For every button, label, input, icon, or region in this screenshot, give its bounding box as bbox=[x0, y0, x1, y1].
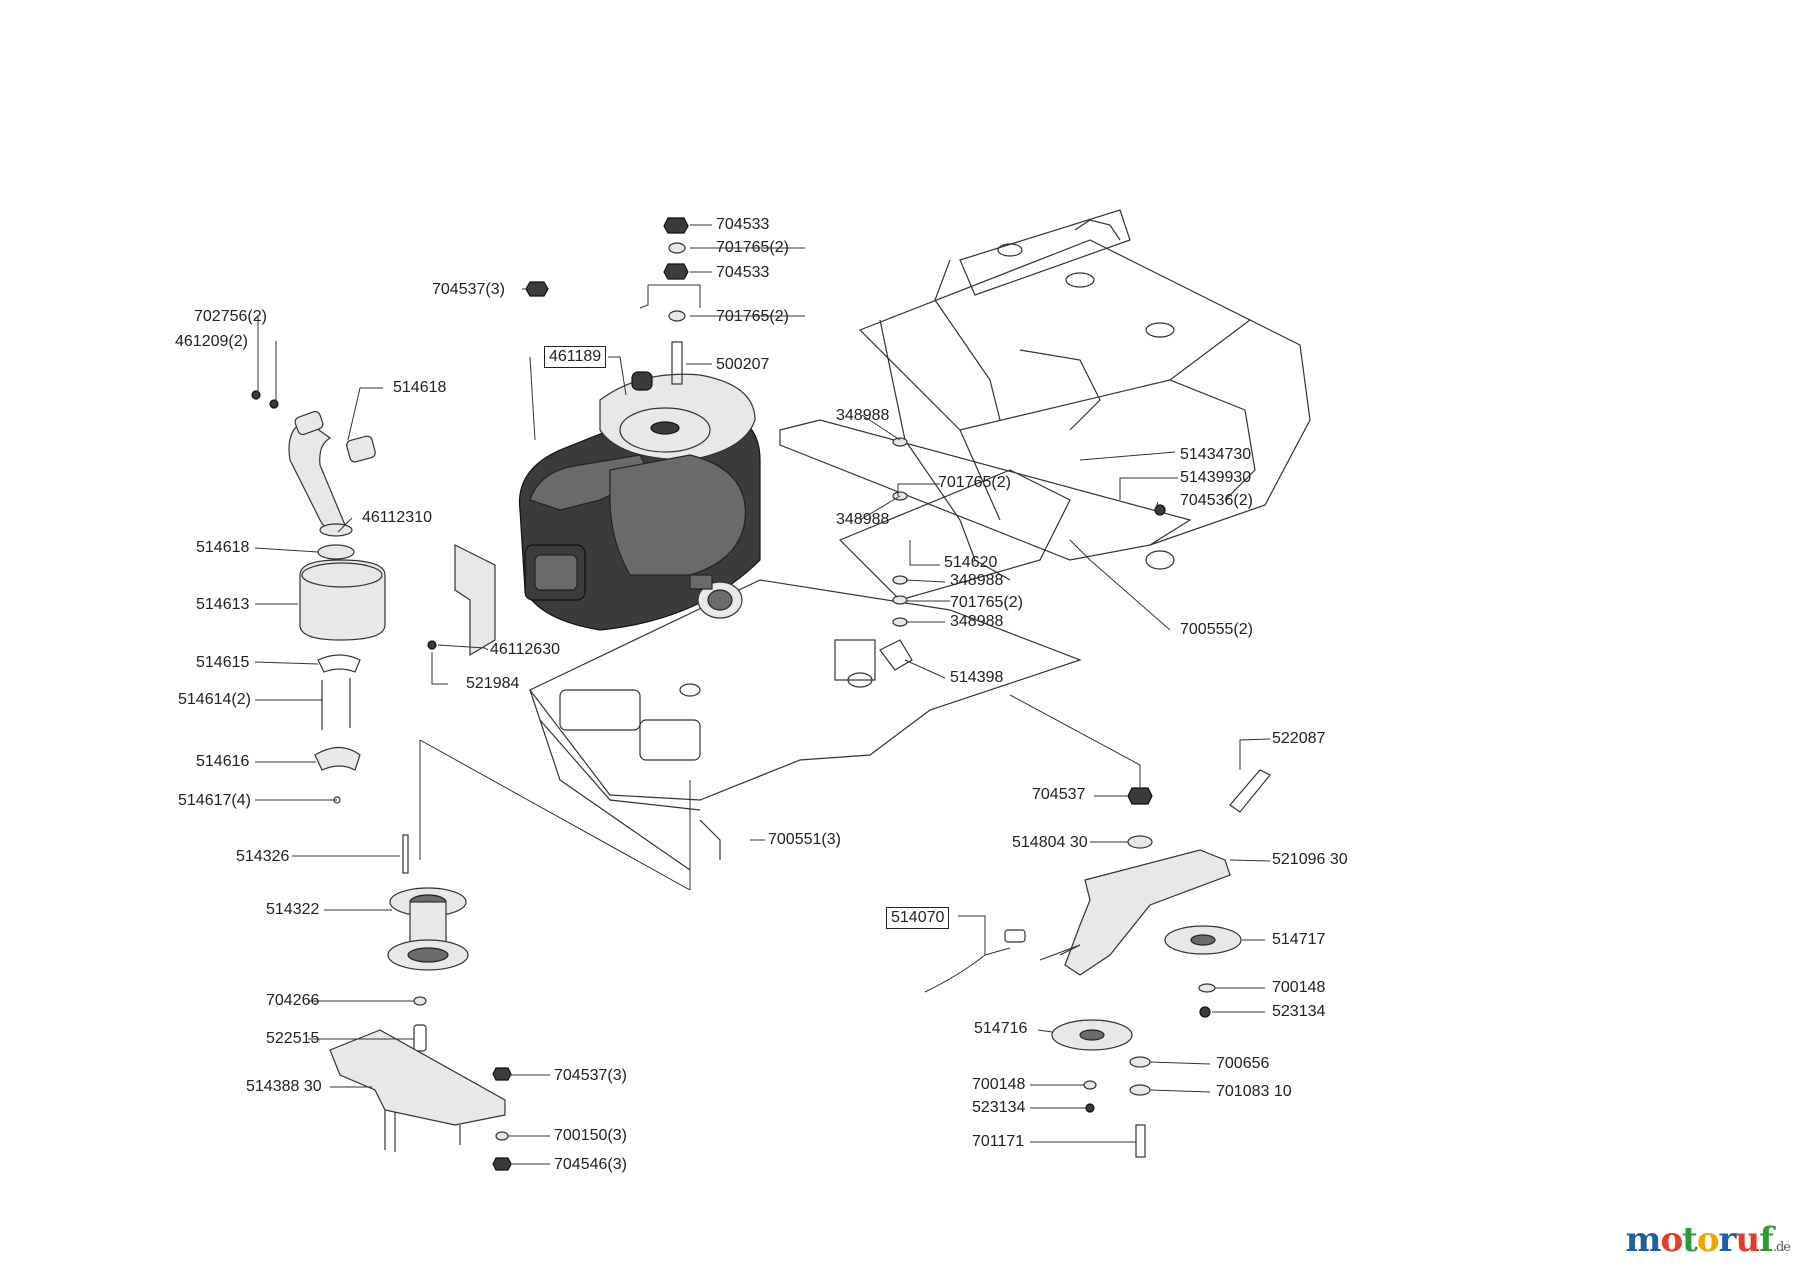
leader-lines bbox=[254, 224, 1271, 1165]
part-label[interactable]: 514388 30 bbox=[246, 1078, 322, 1095]
part-label[interactable]: 46112310 bbox=[362, 509, 432, 526]
part-label[interactable]: 514322 bbox=[266, 901, 320, 918]
part-label[interactable]: 701765(2) bbox=[938, 474, 1011, 491]
center-hardware bbox=[879, 437, 1166, 671]
part-label[interactable]: 700148 bbox=[972, 1076, 1026, 1093]
part-label[interactable]: 514618 bbox=[196, 539, 250, 556]
engine bbox=[518, 371, 761, 631]
part-label[interactable]: 514616 bbox=[196, 753, 250, 770]
part-label[interactable]: 521096 30 bbox=[1272, 851, 1348, 868]
chassis-frame bbox=[779, 209, 1311, 601]
part-label[interactable]: 521984 bbox=[466, 675, 520, 692]
part-label[interactable]: 500207 bbox=[716, 356, 770, 373]
part-label[interactable]: 514398 bbox=[950, 669, 1004, 686]
part-label[interactable]: 523134 bbox=[972, 1099, 1026, 1116]
part-label[interactable]: 51434730 bbox=[1180, 446, 1252, 463]
part-label[interactable]: 46112630 bbox=[490, 641, 560, 658]
part-label[interactable]: 704537(3) bbox=[554, 1067, 627, 1084]
part-label[interactable]: 701083 10 bbox=[1216, 1083, 1292, 1100]
motoruf-watermark-logo: motoruf.de bbox=[1625, 1220, 1791, 1260]
part-label[interactable]: 700555(2) bbox=[1180, 621, 1253, 638]
heat-shield bbox=[427, 544, 496, 657]
part-label[interactable]: 514617(4) bbox=[178, 792, 251, 809]
part-label[interactable]: 514804 30 bbox=[1012, 834, 1088, 851]
part-label[interactable]: 523134 bbox=[1272, 1003, 1326, 1020]
part-label[interactable]: 348988 bbox=[950, 613, 1004, 630]
part-label-boxed[interactable]: 461189 bbox=[544, 346, 607, 368]
part-label[interactable]: 704533 bbox=[716, 216, 770, 233]
part-label[interactable]: 700656 bbox=[1216, 1055, 1270, 1072]
part-label[interactable]: 701765(2) bbox=[716, 308, 789, 325]
part-label[interactable]: 514717 bbox=[1272, 931, 1326, 948]
part-label[interactable]: 704546(3) bbox=[554, 1156, 627, 1173]
logo-letter: r bbox=[1718, 1220, 1737, 1260]
logo-letter: o bbox=[1696, 1220, 1720, 1260]
muffler-assembly bbox=[251, 390, 386, 804]
part-label[interactable]: 348988 bbox=[836, 407, 890, 424]
part-label[interactable]: 704536(2) bbox=[1180, 492, 1253, 509]
part-label[interactable]: 348988 bbox=[950, 572, 1004, 589]
base-plate bbox=[529, 579, 1082, 871]
part-label[interactable]: 704537(3) bbox=[432, 281, 505, 298]
part-label-boxed[interactable]: 514070 bbox=[886, 907, 950, 929]
part-label[interactable]: 514615 bbox=[196, 654, 250, 671]
part-label[interactable]: 514614(2) bbox=[178, 691, 251, 708]
part-label[interactable]: 704266 bbox=[266, 992, 320, 1009]
part-label[interactable]: 701765(2) bbox=[716, 239, 789, 256]
part-label[interactable]: 700148 bbox=[1272, 979, 1326, 996]
idler-arm-group bbox=[924, 769, 1271, 1158]
part-label[interactable]: 514326 bbox=[236, 848, 290, 865]
top-hardware bbox=[525, 217, 701, 385]
logo-letter: t bbox=[1682, 1220, 1698, 1260]
part-label[interactable]: 514618 bbox=[393, 379, 447, 396]
logo-letter: m bbox=[1625, 1220, 1661, 1260]
part-label[interactable]: 522515 bbox=[266, 1030, 320, 1047]
part-label[interactable]: 461209(2) bbox=[175, 333, 248, 350]
bottom-bracket bbox=[329, 1029, 512, 1171]
part-label[interactable]: 700551(3) bbox=[768, 831, 841, 848]
part-label[interactable]: 514613 bbox=[196, 596, 250, 613]
engine-pulley-group bbox=[387, 834, 469, 1052]
logo-letter: f bbox=[1759, 1220, 1774, 1260]
part-label[interactable]: 704533 bbox=[716, 264, 770, 281]
part-label[interactable]: 514716 bbox=[974, 1020, 1028, 1037]
part-label[interactable]: 51439930 bbox=[1180, 469, 1252, 486]
logo-letter: o bbox=[1660, 1220, 1683, 1260]
part-label[interactable]: 522087 bbox=[1272, 730, 1326, 747]
part-label[interactable]: 348988 bbox=[836, 511, 890, 528]
part-label[interactable]: 700150(3) bbox=[554, 1127, 627, 1144]
logo-letter: u bbox=[1735, 1220, 1760, 1260]
logo-suffix: .de bbox=[1772, 1240, 1791, 1255]
part-label[interactable]: 514620 bbox=[944, 554, 998, 571]
part-label[interactable]: 704537 bbox=[1032, 786, 1086, 803]
part-label[interactable]: 702756(2) bbox=[194, 308, 267, 325]
part-label[interactable]: 701171 bbox=[972, 1133, 1025, 1150]
part-label[interactable]: 701765(2) bbox=[950, 594, 1023, 611]
